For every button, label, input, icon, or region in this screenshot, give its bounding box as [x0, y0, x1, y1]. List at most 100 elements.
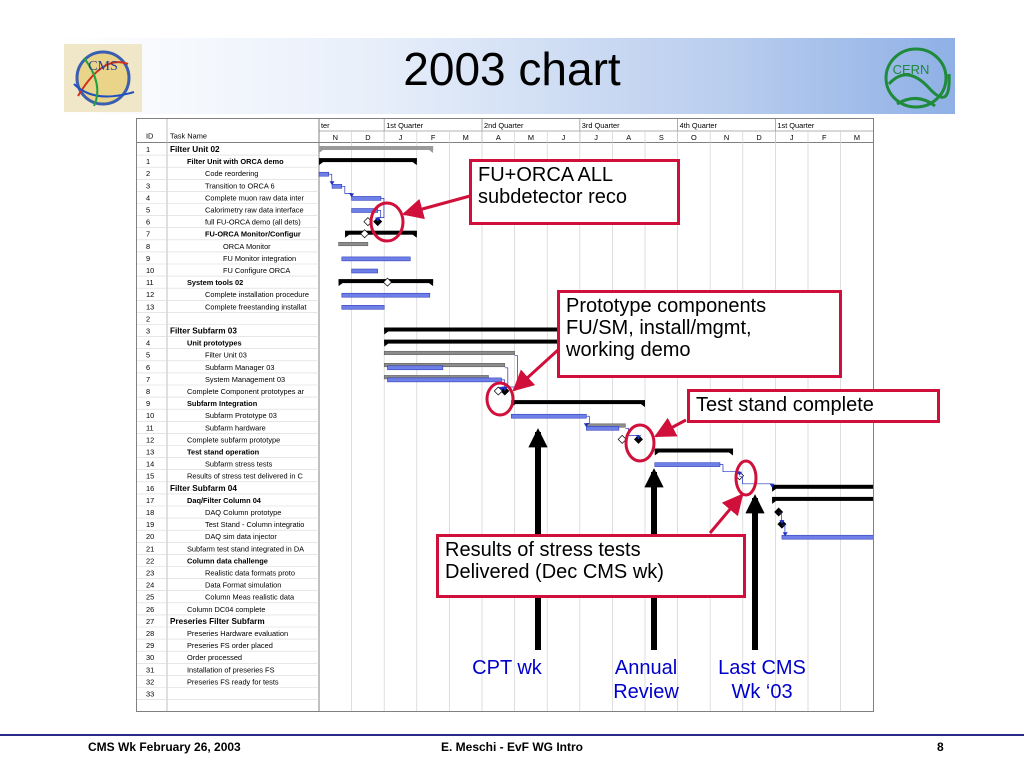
month-label: J — [562, 133, 566, 142]
month-label: A — [496, 133, 501, 142]
milestone-diamond-outline — [360, 229, 370, 239]
summary-cap-start — [384, 339, 389, 347]
row-id: 5 — [146, 351, 150, 360]
row-id: 12 — [146, 290, 154, 299]
dependency-arrowhead — [779, 520, 785, 525]
baseline-bar — [383, 363, 506, 368]
task-bar — [586, 426, 620, 431]
row-id: 8 — [146, 242, 150, 251]
row-task-name: Test stand operation — [187, 448, 260, 457]
row-id: 25 — [146, 593, 154, 602]
summary-cap-start — [338, 279, 343, 287]
row-task-name: Column Meas realistic data — [205, 593, 295, 602]
callout-results-line2: Delivered (Dec CMS wk) — [445, 561, 664, 583]
task-bar — [341, 256, 411, 262]
row-task-name: Filter Unit 02 — [170, 145, 220, 154]
row-id: 6 — [146, 218, 150, 227]
slide-title: 2003 chart — [403, 43, 621, 95]
row-task-name: Subfarm test stand integrated in DA — [187, 544, 304, 553]
row-id: 30 — [146, 653, 154, 662]
footer-right: 8 — [937, 740, 944, 754]
row-id: 11 — [146, 423, 154, 432]
month-label: J — [399, 133, 403, 142]
row-id: 21 — [146, 544, 154, 553]
row-task-name: Test Stand - Column integratio — [205, 520, 304, 529]
arrow-fu-orca — [401, 194, 471, 220]
row-id: 16 — [146, 484, 154, 493]
summary-cap-start — [319, 146, 323, 153]
month-label: N — [724, 133, 729, 142]
row-task-name: Installation of preseries FS — [187, 665, 275, 674]
row-id: 19 — [146, 520, 154, 529]
row-task-name: Filter Subfarm 04 — [170, 484, 237, 493]
callout-fu-orca: FU+ORCA ALL subdetector reco — [469, 159, 680, 225]
cms-logo-text: CMS — [88, 59, 118, 74]
highlight-fu-orca — [369, 201, 405, 243]
row-id: 9 — [146, 399, 150, 408]
row-task-name: ORCA Monitor — [223, 242, 271, 251]
row-task-name: Results of stress test delivered in C — [187, 472, 303, 481]
dependency-link — [739, 476, 773, 485]
row-task-name: Order processed — [187, 653, 242, 662]
label-last-cms-line2: Wk ‘03 — [731, 681, 793, 703]
quarter-label: 1st Quarter — [777, 121, 815, 130]
row-id: 15 — [146, 472, 154, 481]
row-id: 31 — [146, 665, 154, 674]
summary-cap-end — [429, 279, 434, 287]
summary-cap-start — [345, 230, 350, 238]
label-annual-line2: Review — [613, 681, 679, 703]
summary-cap-end — [729, 448, 734, 456]
row-id: 13 — [146, 448, 154, 457]
highlight-test-stand — [624, 423, 656, 463]
summary-cap-start — [654, 448, 659, 456]
row-id: 3 — [146, 181, 150, 190]
row-id: 12 — [146, 435, 154, 444]
month-label: S — [659, 133, 664, 142]
row-id: 11 — [146, 278, 154, 287]
row-task-name: Subfarm stress tests — [205, 460, 273, 469]
dependency-arrowhead — [502, 387, 508, 391]
row-task-name: FU-ORCA Monitor/Configur — [205, 230, 301, 239]
cern-logo: CERN — [884, 47, 951, 109]
highlight-prototype — [485, 381, 515, 417]
arrow-prototype — [512, 348, 560, 392]
row-id: 7 — [146, 375, 150, 384]
summary-bar — [654, 448, 734, 453]
label-annual-review: Annual Review — [596, 656, 696, 704]
label-last-cms-wk: Last CMS Wk ‘03 — [702, 656, 822, 704]
row-id: 26 — [146, 605, 154, 614]
month-label: F — [431, 133, 436, 142]
summary-bar — [511, 400, 645, 405]
row-id: 32 — [146, 677, 154, 686]
summary-bar — [319, 158, 417, 163]
row-task-name: Subfarm hardware — [205, 423, 266, 432]
row-task-name: Filter Unit 03 — [205, 351, 247, 360]
row-task-name: DAQ sim data injector — [205, 532, 277, 541]
dependency-link — [719, 464, 740, 473]
cms-logo: CMS — [64, 44, 142, 112]
arrow-test-stand — [654, 417, 687, 438]
row-task-name: Complete subfarm prototype — [187, 435, 280, 444]
row-id: 4 — [146, 339, 150, 348]
header-band — [55, 38, 955, 114]
quarter-label: 2nd Quarter — [484, 121, 524, 130]
dependency-arrowhead — [329, 181, 335, 186]
header-id: ID — [146, 132, 153, 141]
row-task-name: Subfarm Manager 03 — [205, 363, 274, 372]
row-id: 7 — [146, 230, 150, 239]
label-last-cms-line1: Last CMS — [718, 657, 806, 679]
row-id: 23 — [146, 569, 154, 578]
task-bar — [351, 268, 378, 274]
row-id: 4 — [146, 193, 150, 202]
task-bar — [341, 305, 385, 310]
row-id: 2 — [146, 314, 150, 323]
dependency-arrowhead — [583, 423, 589, 428]
row-id: 8 — [146, 387, 150, 396]
summary-bar — [384, 327, 711, 332]
dependency-arrowhead — [737, 471, 743, 476]
row-task-name: System tools 02 — [187, 278, 243, 287]
row-id: 1 — [146, 157, 150, 166]
milestone-diamond — [373, 217, 383, 227]
summary-cap-end — [641, 400, 645, 408]
row-task-name: full FU-ORCA demo (all dets) — [205, 218, 301, 227]
